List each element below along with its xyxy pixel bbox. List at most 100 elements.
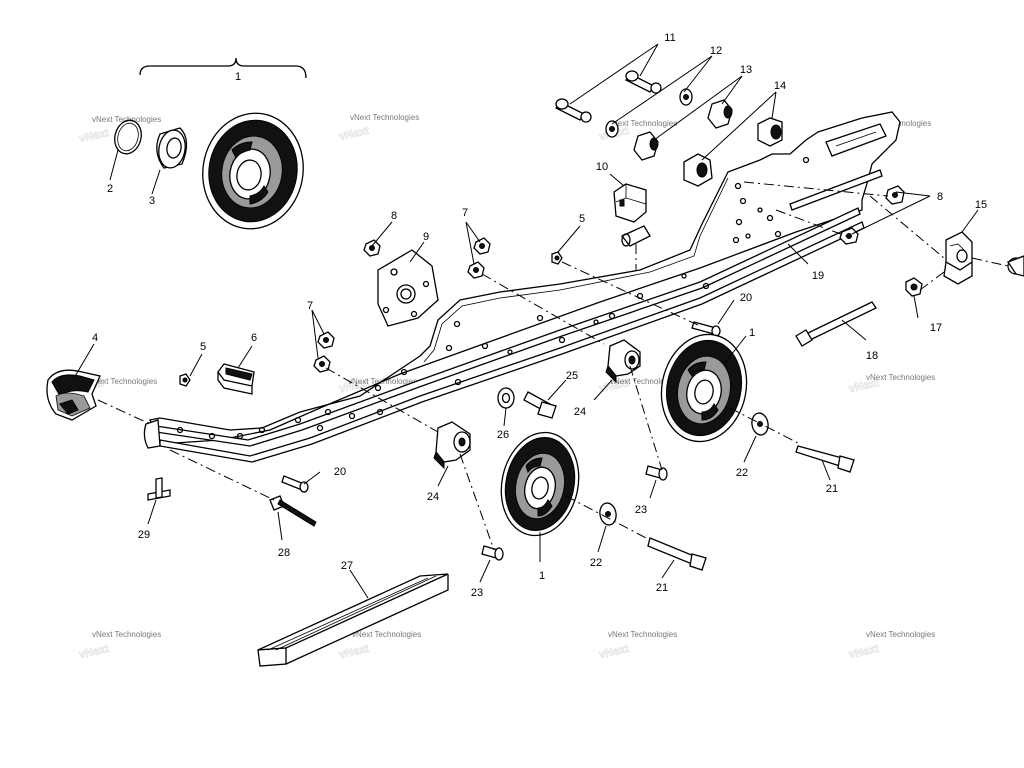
callout-25: 25 [566,370,578,382]
rail-slot [825,123,887,157]
callout-7: 7 [307,300,313,312]
leader-lines [73,43,979,599]
callout-19: 19 [812,270,824,282]
callout-24: 24 [427,491,439,503]
part-10-block [613,183,651,247]
callout-26: 26 [497,429,509,441]
watermark-text: vNext Technologies [350,113,419,122]
callout-9: 9 [423,231,429,243]
part-18-bolt [795,301,877,347]
callout-6: 6 [251,332,257,344]
bearing-spacer [156,127,188,169]
washers-12 [605,88,693,138]
callout-20: 20 [740,292,752,304]
front-tip-cap [46,369,101,421]
cap-right-edge [1007,255,1024,277]
watermark-text: vNext Technologies [92,115,161,124]
brackets-24 [433,339,641,470]
callout-21: 21 [656,582,668,594]
part-26-washer [497,387,515,409]
callout-13: 13 [740,64,752,76]
svg-text:vNext: vNext [78,643,110,661]
callout-22: 22 [736,467,748,479]
watermark-12: vNext vNext Technologies [848,630,936,661]
watermark-2: vNext vNext Technologies [338,113,420,143]
callout-5: 5 [579,213,585,225]
callout-3: 3 [149,195,155,207]
callout-17: 17 [930,322,942,334]
callout-23: 23 [471,587,483,599]
part-15-bracket [943,231,973,285]
watermark-text: vNext Technologies [866,373,935,382]
idler-wheel-lower [500,431,580,537]
wheel-assembly-top-left [114,57,307,230]
rail-tip [143,419,161,449]
callout-22: 22 [590,557,602,569]
watermark-text: vNext Technologies [608,119,677,128]
watermark-9: vNext vNext Technologies [78,630,162,661]
callout-7: 7 [462,207,468,219]
callout-23: 23 [635,504,647,516]
snap-ring [114,119,142,155]
bolts-11 [555,70,662,123]
watermark-text: vNext Technologies [92,630,161,639]
part-17-nut [905,277,923,297]
watermark-8: vNext vNext Technologies [848,373,936,395]
bolts-23 [481,465,668,561]
callout-1: 1 [749,327,755,339]
callout-12: 12 [710,45,722,57]
blocks-14 [683,117,783,187]
callout-24: 24 [574,406,586,418]
callout-11: 11 [664,32,675,44]
callout-21: 21 [826,483,838,495]
rail-holes [176,156,810,440]
part-29-pin [147,477,171,501]
watermark-text: vNext Technologies [352,630,421,639]
idler-wheel-right [660,333,748,443]
callout-20: 20 [334,466,346,478]
svg-text:vNext: vNext [848,643,880,661]
svg-text:vNext: vNext [338,643,370,661]
part-9-plate [377,249,439,327]
watermark-text: vNext Technologies [88,377,157,386]
callout-1: 1 [235,71,241,83]
callout-29: 29 [138,529,150,541]
spacers-13 [633,99,733,161]
slide-rail [143,111,901,463]
parts-5 [179,251,563,387]
part-25-bolt [523,391,557,419]
washers-22 [599,412,769,526]
watermark-text: vNext Technologies [608,630,677,639]
part-28-rivet [269,495,317,527]
rail-flange-upper [155,207,861,447]
callout-4: 4 [92,332,98,344]
watermark-text: vNext Technologies [866,630,935,639]
nuts-7 [313,237,491,373]
callout-labels: 1 1 1 2 3 4 5 5 6 7 7 8 8 9 10 11 12 13 … [92,32,987,599]
idler-wheel-top [202,112,304,230]
part-10-insert [620,225,651,247]
svg-text:vNext: vNext [338,125,370,143]
svg-text:vNext: vNext [78,127,110,145]
callout-15: 15 [975,199,987,211]
watermark-11: vNext vNext Technologies [598,630,678,661]
callout-2: 2 [107,183,113,195]
svg-text:vNext: vNext [598,643,630,661]
assembly-lines [97,181,1009,551]
callout-14: 14 [774,80,786,92]
callout-10: 10 [596,161,608,173]
nuts-8 [363,185,905,257]
rail-plate [149,111,901,445]
rail-rear-bar [789,169,883,211]
callout-18: 18 [866,350,878,362]
callout-8: 8 [391,210,397,222]
watermark-text: vNext Technologies [610,377,679,386]
part-6-block [217,363,255,395]
callout-5: 5 [200,341,206,353]
callout-8: 8 [937,191,943,203]
part-27-wear-strip [257,573,449,667]
group-bracket [139,57,307,79]
bolts-21 [647,445,855,571]
